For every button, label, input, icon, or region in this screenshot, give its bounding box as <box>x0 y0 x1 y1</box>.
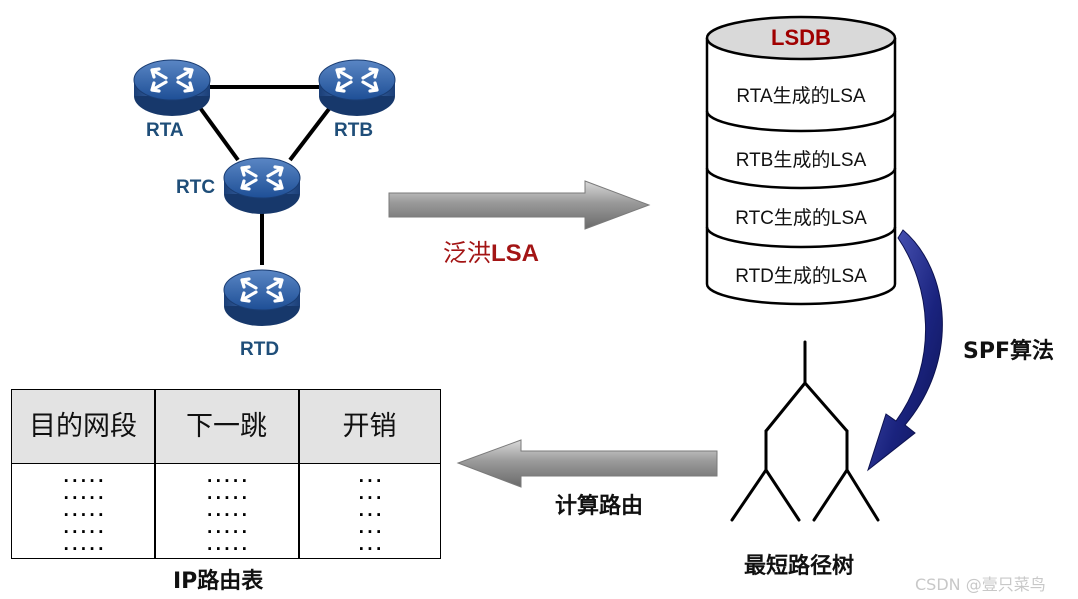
router-label-rtb: RTB <box>334 120 374 141</box>
cost-placeholder-dots: ... ... ... ... ... <box>356 467 384 554</box>
destination-placeholder-dots: ..... ..... ..... ..... ..... <box>61 467 105 554</box>
watermark: CSDN @壹只菜鸟 <box>915 575 1046 594</box>
lsdb-title: LSDB <box>771 25 831 50</box>
router-rtb-icon <box>317 58 397 118</box>
routing-table-title: IP路由表 <box>173 569 264 594</box>
compute-arrow-icon <box>456 439 718 488</box>
router-rtd-icon <box>222 268 302 328</box>
lsdb-row-rtb: RTB生成的LSA <box>735 150 867 171</box>
header-cost: 开销 <box>342 411 397 442</box>
router-label-rtd: RTD <box>240 339 280 360</box>
link-rta-rtc <box>196 103 240 162</box>
routing-table-header <box>12 390 440 464</box>
column-divider <box>298 390 300 558</box>
router-label-rta: RTA <box>146 120 184 141</box>
spf-arrow-icon <box>867 229 943 472</box>
router-rta-icon <box>132 58 212 118</box>
flood-arrow-icon <box>388 180 651 230</box>
flood-lsa-suffix: LSA <box>491 240 539 267</box>
lsdb-row-rtc: RTC生成的LSA <box>735 208 867 229</box>
flood-lsa-label: 泛洪LSA <box>443 233 539 268</box>
next-hop-placeholder-dots: ..... ..... ..... ..... ..... <box>204 467 249 554</box>
link-rtb-rtc <box>288 103 334 162</box>
header-next-hop: 下一跳 <box>186 411 267 442</box>
shortest-path-tree-icon <box>730 340 880 522</box>
compute-route-label: 计算路由 <box>555 494 644 519</box>
lsdb-row-rtd: RTD生成的LSA <box>735 266 867 287</box>
column-divider <box>154 390 156 558</box>
router-label-rtc: RTC <box>176 177 216 198</box>
router-rtc-icon <box>222 156 302 216</box>
ip-routing-table: 目的网段 下一跳 开销 ..... ..... ..... ..... ....… <box>11 389 441 559</box>
header-destination: 目的网段 <box>29 411 137 442</box>
spf-label: SPF算法 <box>963 339 1054 364</box>
lsdb-cylinder <box>705 15 897 306</box>
flood-lsa-prefix: 泛洪 <box>443 239 491 267</box>
network-links <box>196 85 334 265</box>
shortest-path-tree-label: 最短路径树 <box>744 554 855 579</box>
lsdb-row-rta: RTA生成的LSA <box>736 86 866 107</box>
